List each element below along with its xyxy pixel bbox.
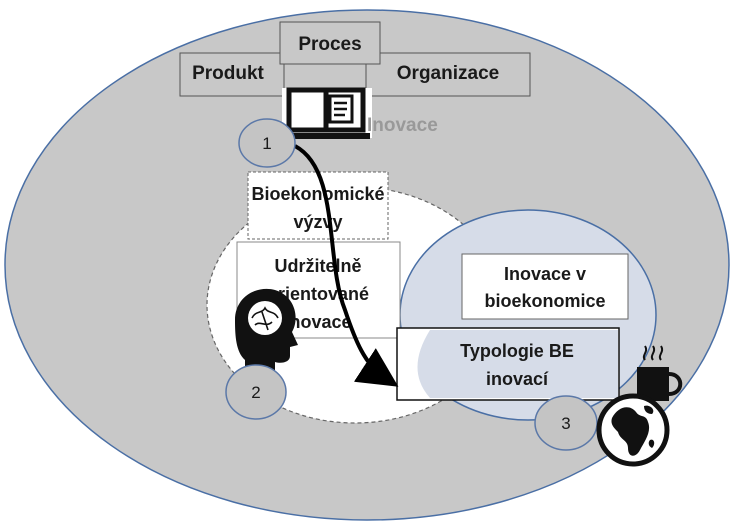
bioeconomy-innovation-line1: Inovace v xyxy=(504,264,586,284)
produkt-label: Produkt xyxy=(192,63,264,84)
marker-1: 1 xyxy=(238,118,296,168)
sustainable-innovation-line1: Udržitelně xyxy=(274,256,361,276)
proces-label: Proces xyxy=(298,34,361,55)
marker-3: 3 xyxy=(534,395,598,451)
organizace-box xyxy=(365,52,531,97)
bioeconomy-innovation-box: Inovace v bioekonomice xyxy=(461,253,629,320)
head-brain-icon xyxy=(235,288,298,376)
marker-1-label: 1 xyxy=(262,134,271,153)
inovace-label: Inovace xyxy=(367,115,438,136)
sustainable-innovation-line2: orientované xyxy=(267,284,369,304)
produkt-box xyxy=(179,52,285,97)
typology-line2: inovací xyxy=(486,369,549,389)
marker-2-label: 2 xyxy=(251,383,260,402)
bioeconomic-challenges-box: Bioekonomické výzvy xyxy=(247,171,389,240)
organizace-label: Organizace xyxy=(397,63,499,84)
globe-icon xyxy=(596,393,670,467)
bioeconomic-challenges-line2: výzvy xyxy=(293,212,342,232)
marker-3-label: 3 xyxy=(561,414,570,433)
typology-line1: Typologie BE xyxy=(460,341,574,361)
book-icon xyxy=(282,87,372,139)
marker-2: 2 xyxy=(225,364,287,420)
proces-box xyxy=(279,21,381,65)
bioeconomy-innovation-line2: bioekonomice xyxy=(484,291,605,311)
bioeconomic-challenges-line1: Bioekonomické xyxy=(251,184,384,204)
sustainable-innovation-line3: inovace xyxy=(284,312,351,332)
typology-box: Typologie BE inovací xyxy=(396,327,620,401)
flow-arrow xyxy=(294,144,399,387)
top-boxes: Proces Produkt Organizace xyxy=(179,21,531,97)
